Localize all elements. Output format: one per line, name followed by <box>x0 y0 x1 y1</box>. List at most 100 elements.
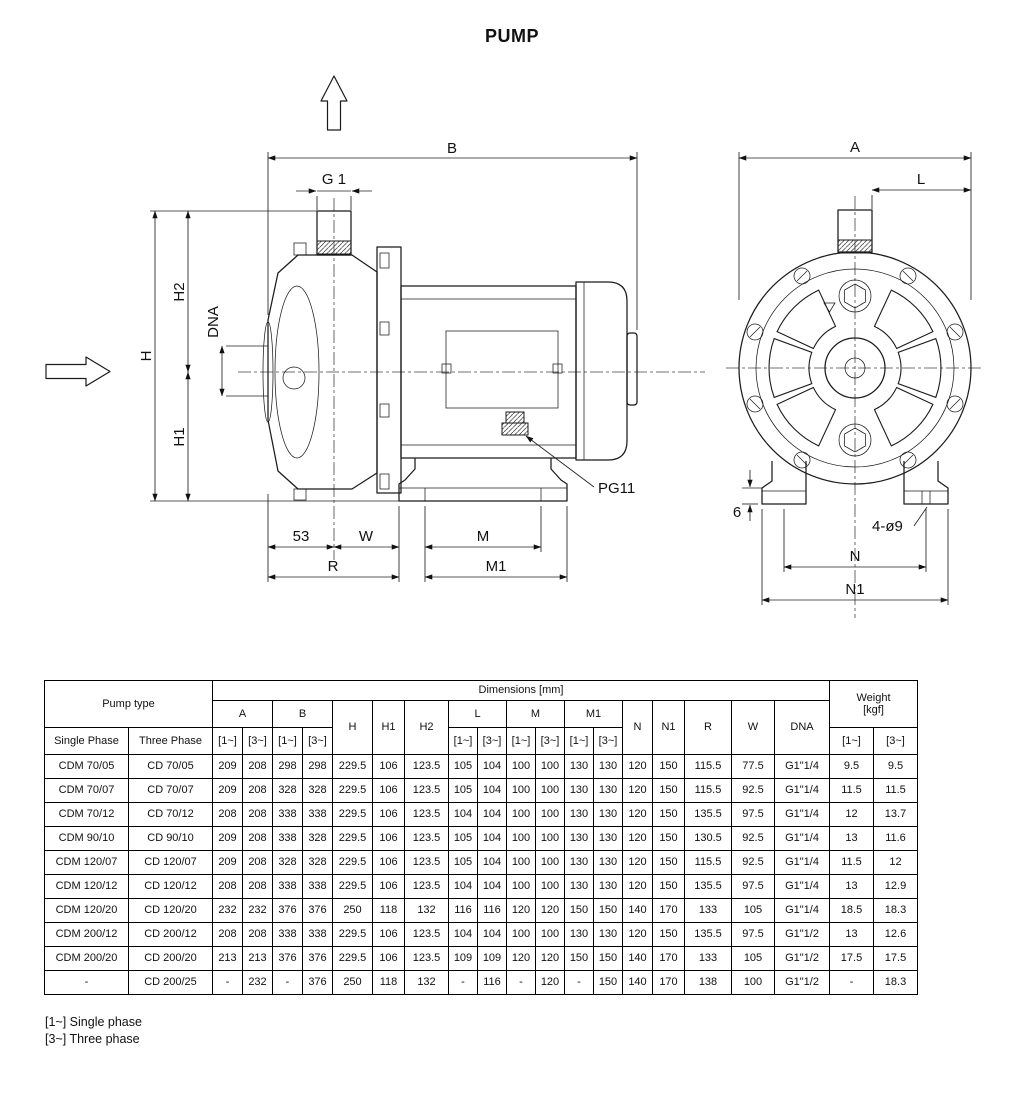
table-cell: 77.5 <box>731 754 775 779</box>
table-cell: 17.5 <box>873 946 918 971</box>
table-cell: 13 <box>829 826 874 851</box>
table-cell: 106 <box>372 754 405 779</box>
table-cell: 104 <box>477 754 507 779</box>
thread-hatch <box>316 240 352 255</box>
table-cell: 150 <box>652 826 685 851</box>
table-cell: 338 <box>272 922 303 947</box>
table-cell: 132 <box>404 970 449 995</box>
table-cell: 118 <box>372 970 405 995</box>
table-cell: 376 <box>302 970 333 995</box>
table-cell: 100 <box>506 802 536 827</box>
table-cell: 120 <box>622 802 653 827</box>
table-cell: 12 <box>829 802 874 827</box>
table-cell: 208 <box>242 874 273 899</box>
hex-plug-bottom <box>844 427 866 453</box>
table-cell: 130 <box>564 874 594 899</box>
table-cell: CD 90/10 <box>128 826 213 851</box>
header-col-n1: N1 <box>652 700 685 755</box>
table-cell: 229.5 <box>332 754 373 779</box>
table-cell: 12.6 <box>873 922 918 947</box>
table-cell: 105 <box>448 754 478 779</box>
table-cell: 104 <box>477 826 507 851</box>
table-cell: 130 <box>564 778 594 803</box>
table-cell: 328 <box>302 850 333 875</box>
table-cell: 120 <box>506 946 536 971</box>
table-cell: 338 <box>272 802 303 827</box>
table-cell: 104 <box>477 874 507 899</box>
table-cell: 150 <box>593 946 623 971</box>
table-cell: 138 <box>684 970 732 995</box>
table-cell: 150 <box>652 922 685 947</box>
table-cell: 209 <box>212 754 243 779</box>
table-cell: 106 <box>372 922 405 947</box>
table-cell: 100 <box>535 922 565 947</box>
table-cell: 140 <box>622 898 653 923</box>
table-cell: 150 <box>652 850 685 875</box>
pump-technical-drawing: B G 1 H H2 H1 DNA 53 W M R M1 PG11 <box>45 75 984 618</box>
table-cell: 104 <box>477 778 507 803</box>
subheader-3ph: [3~] <box>535 727 565 755</box>
flow-arrow-up-icon <box>320 75 348 131</box>
table-cell: 338 <box>302 874 333 899</box>
table-cell: G1"1/4 <box>774 778 830 803</box>
subheader-3ph: [3~] <box>873 727 918 755</box>
table-cell: 232 <box>242 970 273 995</box>
table-cell: 328 <box>302 778 333 803</box>
subheader-3ph: [3~] <box>477 727 507 755</box>
table-cell: CDM 200/20 <box>44 946 129 971</box>
table-cell: 100 <box>506 874 536 899</box>
table-cell: CD 120/12 <box>128 874 213 899</box>
table-cell: 150 <box>593 898 623 923</box>
table-cell: 208 <box>242 922 273 947</box>
table-cell: 150 <box>564 898 594 923</box>
table-cell: G1"1/4 <box>774 826 830 851</box>
table-cell: CD 200/20 <box>128 946 213 971</box>
table-cell: 120 <box>622 778 653 803</box>
table-cell: 120 <box>535 898 565 923</box>
header-col-b: B <box>272 700 333 728</box>
table-cell: 232 <box>212 898 243 923</box>
table-cell: 123.5 <box>404 850 449 875</box>
table-cell: 130 <box>593 850 623 875</box>
table-cell: 170 <box>652 946 685 971</box>
table-header: Pump type Dimensions [mm] Weight [kgf] A… <box>44 680 918 755</box>
dim-label-r: R <box>328 558 339 575</box>
table-cell: 123.5 <box>404 874 449 899</box>
table-cell: 105 <box>731 946 775 971</box>
table-cell: CDM 90/10 <box>44 826 129 851</box>
table-cell: 106 <box>372 850 405 875</box>
table-cell: 213 <box>242 946 273 971</box>
thread-hatch-front <box>837 239 873 254</box>
header-col-r: R <box>684 700 732 755</box>
subheader-3ph: [3~] <box>302 727 333 755</box>
table-cell: 338 <box>302 802 333 827</box>
label-bolt-holes: 4-ø9 <box>872 518 903 535</box>
subheader-1ph: [1~] <box>212 727 243 755</box>
table-cell: 100 <box>506 778 536 803</box>
pump-base <box>398 458 568 502</box>
table-cell: 104 <box>448 802 478 827</box>
header-col-h2: H2 <box>404 700 449 755</box>
table-cell: 229.5 <box>332 778 373 803</box>
table-cell: 13.7 <box>873 802 918 827</box>
dim-label-h: H <box>138 351 155 362</box>
table-cell: 208 <box>212 874 243 899</box>
table-cell: CD 200/12 <box>128 922 213 947</box>
table-cell: 150 <box>564 946 594 971</box>
dim-label-h1: H1 <box>171 427 188 446</box>
table-cell: 130 <box>564 802 594 827</box>
table-cell: 376 <box>272 946 303 971</box>
table-cell: 109 <box>448 946 478 971</box>
dim-label-b: B <box>447 140 457 157</box>
table-cell: 150 <box>593 970 623 995</box>
table-cell: 100 <box>506 850 536 875</box>
table-cell: 120 <box>622 874 653 899</box>
table-cell: CDM 120/20 <box>44 898 129 923</box>
table-cell: CDM 70/07 <box>44 778 129 803</box>
table-cell: 130 <box>564 922 594 947</box>
table-cell: CD 120/07 <box>128 850 213 875</box>
table-cell: 133 <box>684 946 732 971</box>
table-cell: 104 <box>477 850 507 875</box>
table-cell: 130 <box>564 826 594 851</box>
